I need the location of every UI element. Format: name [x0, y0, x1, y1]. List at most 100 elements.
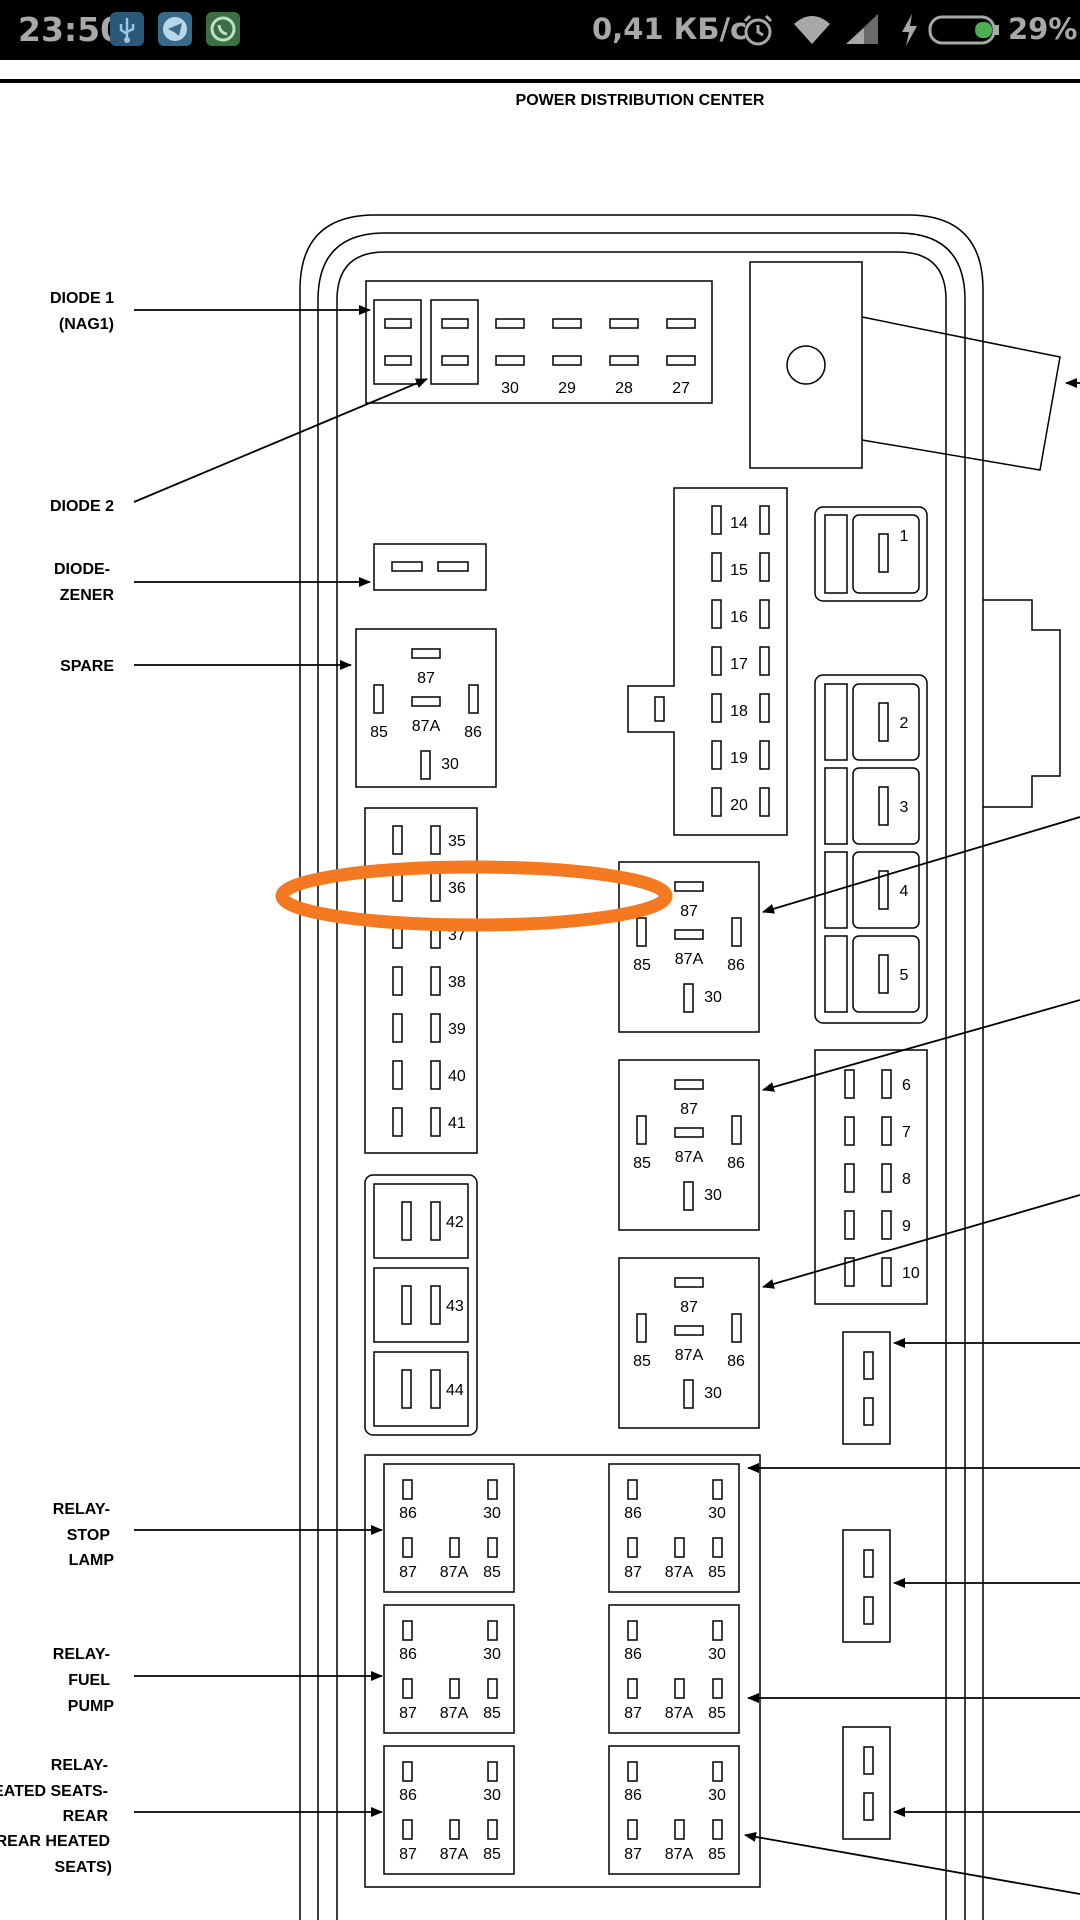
relay-label-87a: 87A: [412, 718, 441, 735]
fuse-number-15: 15: [730, 562, 748, 579]
relay-label-87a: 87A: [675, 951, 704, 968]
fuse-slot: [430, 1060, 441, 1090]
relay-pin-87a: [674, 1537, 685, 1558]
cartridge-tab: [824, 767, 848, 845]
cartridge-slot: [878, 870, 889, 910]
relay-pin-85: [636, 917, 647, 947]
whatsapp-icon: [206, 12, 240, 46]
relay-pin-87: [402, 1819, 413, 1840]
relay-label-87: 87: [624, 1564, 642, 1581]
fuse-number-17: 17: [730, 656, 748, 673]
relay-pin-30: [683, 983, 694, 1013]
micro-relay-outline: [383, 1463, 515, 1593]
fuse-number-10: 10: [902, 1265, 920, 1282]
relay-pin-30: [487, 1479, 498, 1500]
relay-label-86: 86: [399, 1787, 417, 1804]
cartridge-block: [814, 674, 928, 1024]
fuse-number-43: 43: [446, 1298, 464, 1315]
cartridge-tab: [824, 683, 848, 761]
fuse-slot: [552, 355, 582, 366]
cartridge-fuse-4: [852, 851, 920, 929]
relay-label-85: 85: [633, 1353, 651, 1370]
relay-pin-87: [627, 1678, 638, 1699]
maxi-fuse-42: [373, 1183, 469, 1259]
relay-pin-87: [674, 881, 704, 892]
fuse-slot: [430, 1369, 441, 1409]
fuse-slot: [392, 825, 403, 855]
fuse-slot: [844, 1257, 855, 1287]
relay-label-30: 30: [483, 1787, 501, 1804]
battery-icon: [928, 14, 1002, 51]
fuse-number-30: 30: [501, 380, 519, 397]
fuse-number-8: 8: [902, 1171, 911, 1188]
relay-outline: [618, 1059, 760, 1231]
fuse-number-38: 38: [448, 974, 466, 991]
mid-fuse-block: [627, 487, 788, 836]
relay-pin-86: [402, 1761, 413, 1782]
relay-pin-87: [674, 1277, 704, 1288]
relay-pin-30: [712, 1620, 723, 1641]
fuse-slot: [881, 1116, 892, 1146]
fuse-slot: [711, 693, 722, 723]
right-fuse-block: [814, 1049, 928, 1305]
relay-label-30: 30: [708, 1505, 726, 1522]
label-heated-5: SEATS): [55, 1859, 112, 1876]
fuse-slot: [844, 1163, 855, 1193]
label-fuel-2: FUEL: [68, 1672, 110, 1689]
cartridge-slot: [878, 786, 889, 826]
maxi-fuse-44: [373, 1351, 469, 1427]
cartridge-slot: [878, 533, 889, 573]
maxi-fuse-block: [364, 1174, 478, 1436]
relay-pin-85: [712, 1537, 723, 1558]
usb-icon: [110, 12, 144, 46]
fuse-slot: [881, 1210, 892, 1240]
relay-pin-87a: [411, 696, 441, 707]
fuse-number-27: 27: [672, 380, 690, 397]
relay-pin-30: [712, 1479, 723, 1500]
relay-pin-86: [627, 1761, 638, 1782]
relay-outline: [355, 628, 497, 788]
cartridge-tab: [824, 514, 848, 594]
cartridge-tab: [824, 851, 848, 929]
top-fuse-block: [365, 280, 713, 404]
fuse-slot: [392, 872, 403, 902]
status-time: 23:50: [18, 10, 124, 49]
left-fuse-block: [364, 807, 478, 1154]
relay-pin-85: [636, 1115, 647, 1145]
relay-label-85: 85: [708, 1564, 726, 1581]
fuse-slot: [609, 318, 639, 329]
relay-label-30: 30: [704, 1187, 722, 1204]
relay-pin-30: [712, 1761, 723, 1782]
cartridge-slot: [878, 954, 889, 994]
relay-pin-86: [402, 1620, 413, 1641]
micro-relay-outline: [608, 1463, 740, 1593]
fuse-slot: [430, 1285, 441, 1325]
relay-pin-87a: [449, 1678, 460, 1699]
fuse-number-19: 19: [730, 750, 748, 767]
relay-label-85: 85: [633, 957, 651, 974]
signal-icon: [844, 12, 880, 53]
fuse-slot: [666, 318, 696, 329]
relay-label-85: 85: [633, 1155, 651, 1172]
relay-pin-30: [420, 750, 431, 780]
fuse-number-6: 6: [902, 1077, 911, 1094]
fuse-number-14: 14: [730, 515, 748, 532]
left-labels: DIODE 1 (NAG1) DIODE 2 DIODE- ZENER SPAR…: [0, 290, 114, 1876]
relay-pin-86: [731, 917, 742, 947]
relay-label-87a: 87A: [440, 1564, 469, 1581]
relay-pin-85: [487, 1537, 498, 1558]
maxi-fuse-43: [373, 1267, 469, 1343]
fuse-slot: [759, 693, 770, 723]
relay-pin-30: [487, 1620, 498, 1641]
relay-label-87: 87: [624, 1846, 642, 1863]
fuse-slot: [881, 1163, 892, 1193]
fuse-slot: [430, 1107, 441, 1137]
relay-pin-87a: [449, 1537, 460, 1558]
fuse-slot: [711, 505, 722, 535]
